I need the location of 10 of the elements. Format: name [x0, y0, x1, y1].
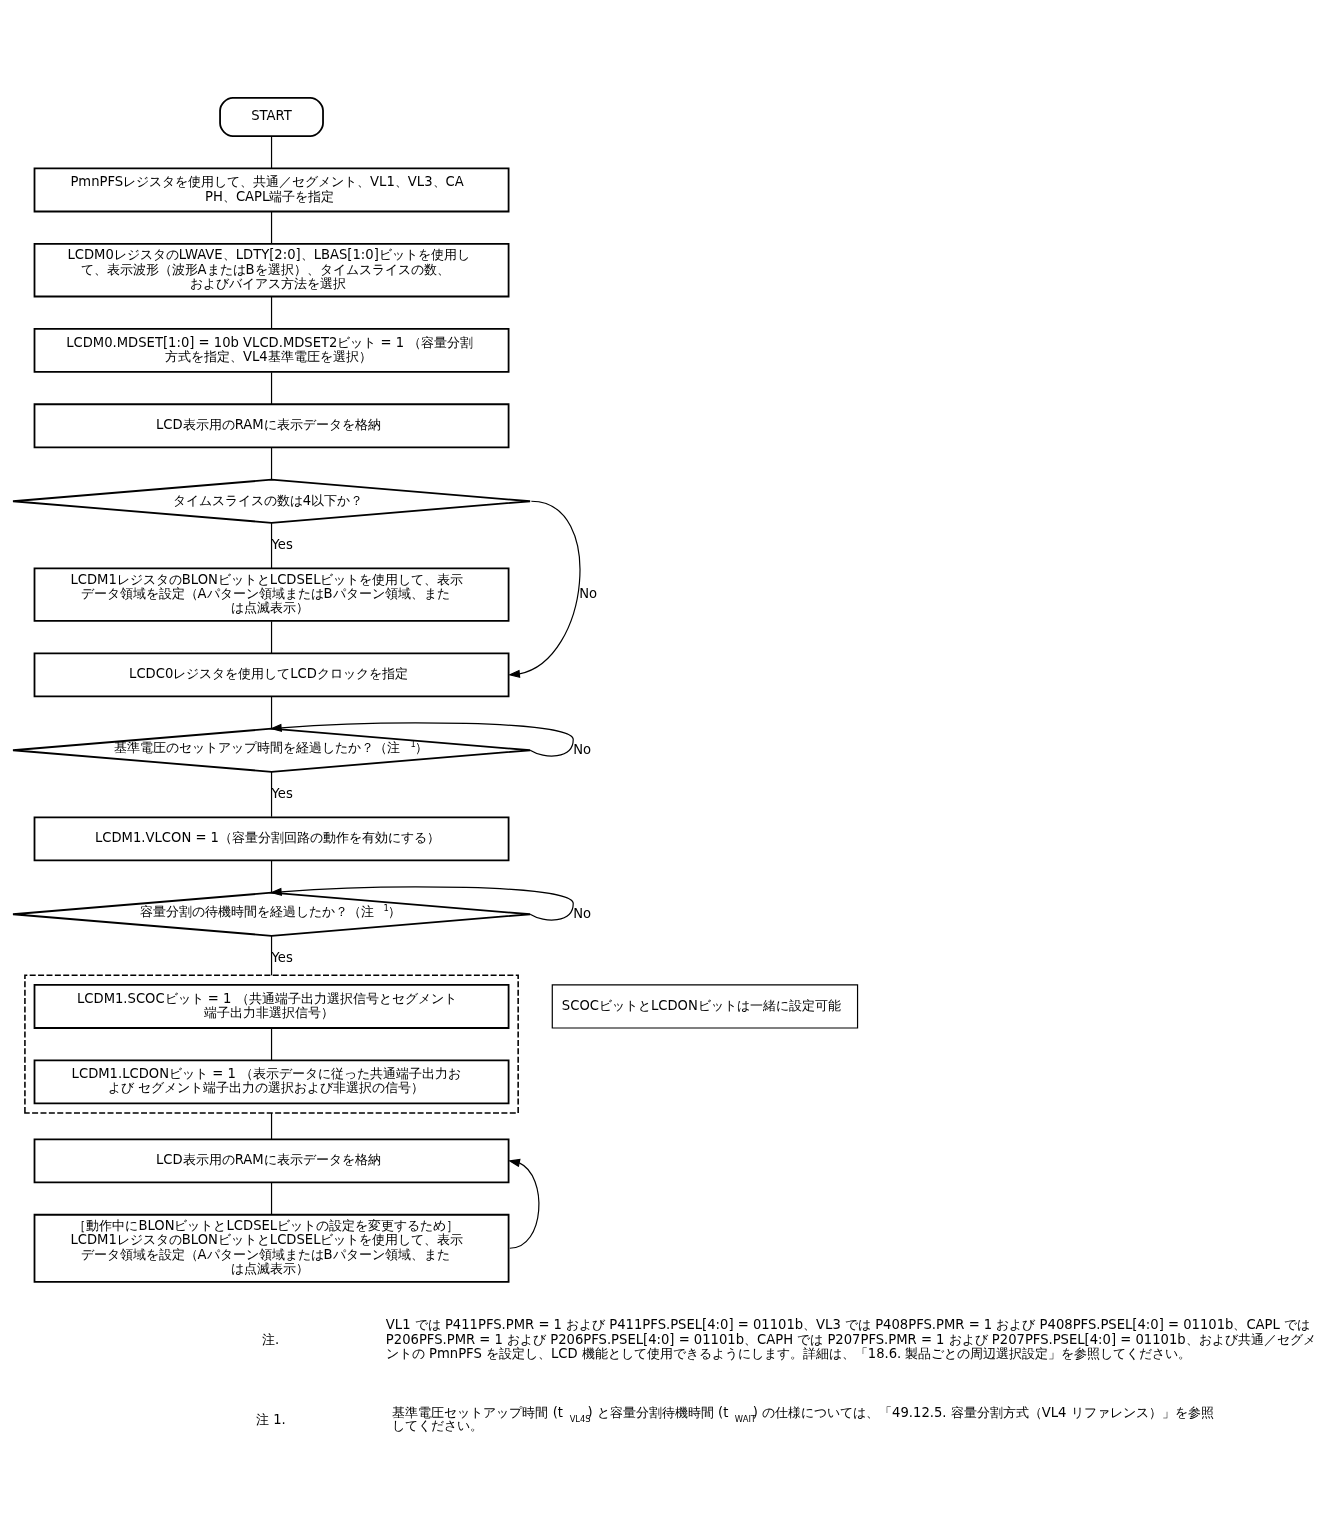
edge-label: No [579, 585, 598, 601]
edge-label: Yes [271, 949, 293, 965]
label: 基準電圧セットアップ時間 (t$_{VL4S}$) と容量分割待機時間 (t$_{WAIT}$) の仕様については、「49.12.5. 容量分割方式（VL4 リファレンス）」を参照してください。 [392, 1404, 1214, 1433]
edge-label: Yes [271, 536, 293, 552]
edge-label: No [573, 905, 592, 921]
label: 注 1. [255, 1412, 286, 1428]
edge-label: Yes [271, 785, 293, 801]
label: VL1 では P411PFS.PMR = 1 および P411PFS.PSEL[4:0] = 01101b、VL3 では P408PFS.PMR = 1 および P408PFS.PSEL[4:0] = 01101b、CAPL では P206PFS.PMR = 1 および P206PFS.PSEL[4:0] = 01101b、CAPH では P207PFS.PMR = 1 および P207PFS.PSEL[4:0] = 01101b、および共通／セグメントの PmnPFS を設定し、LCD 機能として使用できるようにします。詳細は、「18.6. 製品ごとの周辺選択設定」を参照してください。 [385, 1317, 1316, 1362]
edge-label: No [573, 741, 592, 757]
label: 注. [261, 1331, 280, 1347]
